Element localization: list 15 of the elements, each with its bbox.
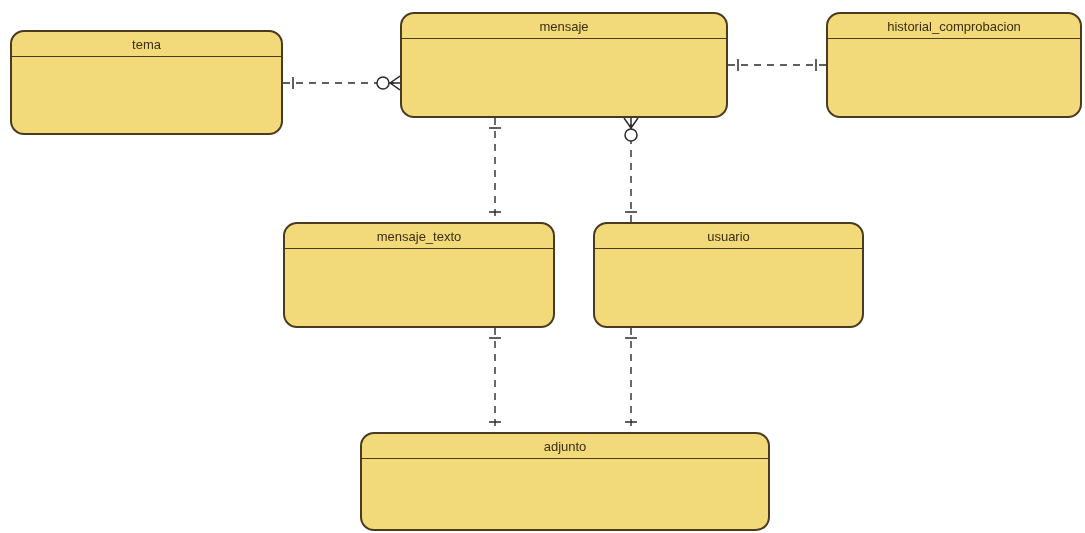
entity-name: historial_comprobacion [887,18,1021,34]
entity-name: usuario [707,228,750,244]
relationship-line [623,117,639,223]
entity-name: adjunto [543,438,587,454]
entity-box [360,432,770,531]
entity-box [10,30,283,135]
relationship-line [727,58,827,72]
relationship-line [282,75,401,91]
entity-name: tema [132,36,161,52]
entity-name: mensaje [539,18,589,34]
entity-box [826,12,1082,118]
entity-box [400,12,728,118]
entity-box [593,222,864,328]
entity-box [283,222,555,328]
entity-name: mensaje_texto [376,228,462,244]
